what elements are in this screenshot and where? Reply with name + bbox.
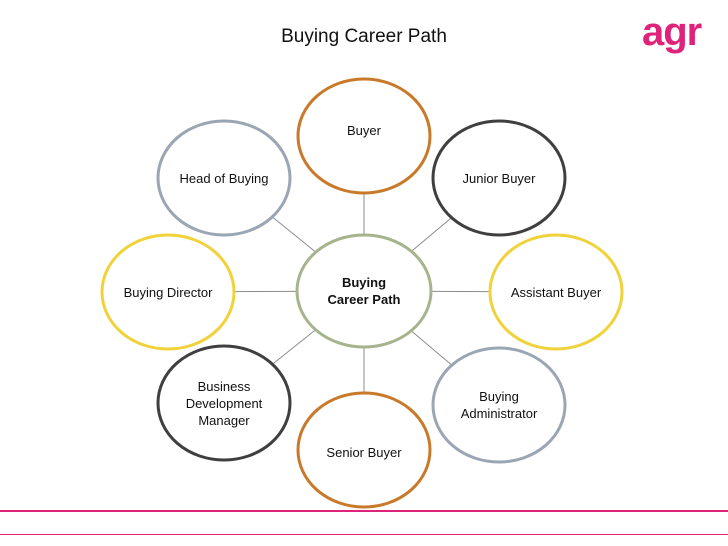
node-buying-director-circle	[100, 233, 236, 351]
node-buying-administrator-circle	[431, 346, 567, 464]
node-head-of-buying-circle	[156, 119, 292, 237]
connector-junior-buyer	[411, 217, 452, 252]
node-buyer-circle	[296, 77, 432, 195]
page-title: Buying Career Path	[281, 26, 447, 47]
node-assistant-buyer-circle	[488, 233, 624, 351]
connector-business-development-manager	[272, 329, 316, 365]
footer-divider	[0, 510, 728, 512]
center-node-circle	[295, 233, 433, 349]
node-junior-buyer-circle	[431, 119, 567, 237]
node-senior-buyer-circle	[296, 391, 432, 509]
connector-buying-administrator	[410, 330, 453, 366]
agr-logo: agr	[642, 10, 702, 54]
footer-divider-lower	[0, 534, 728, 535]
node-business-development-manager-circle	[156, 344, 292, 462]
connector-head-of-buying	[271, 216, 317, 253]
